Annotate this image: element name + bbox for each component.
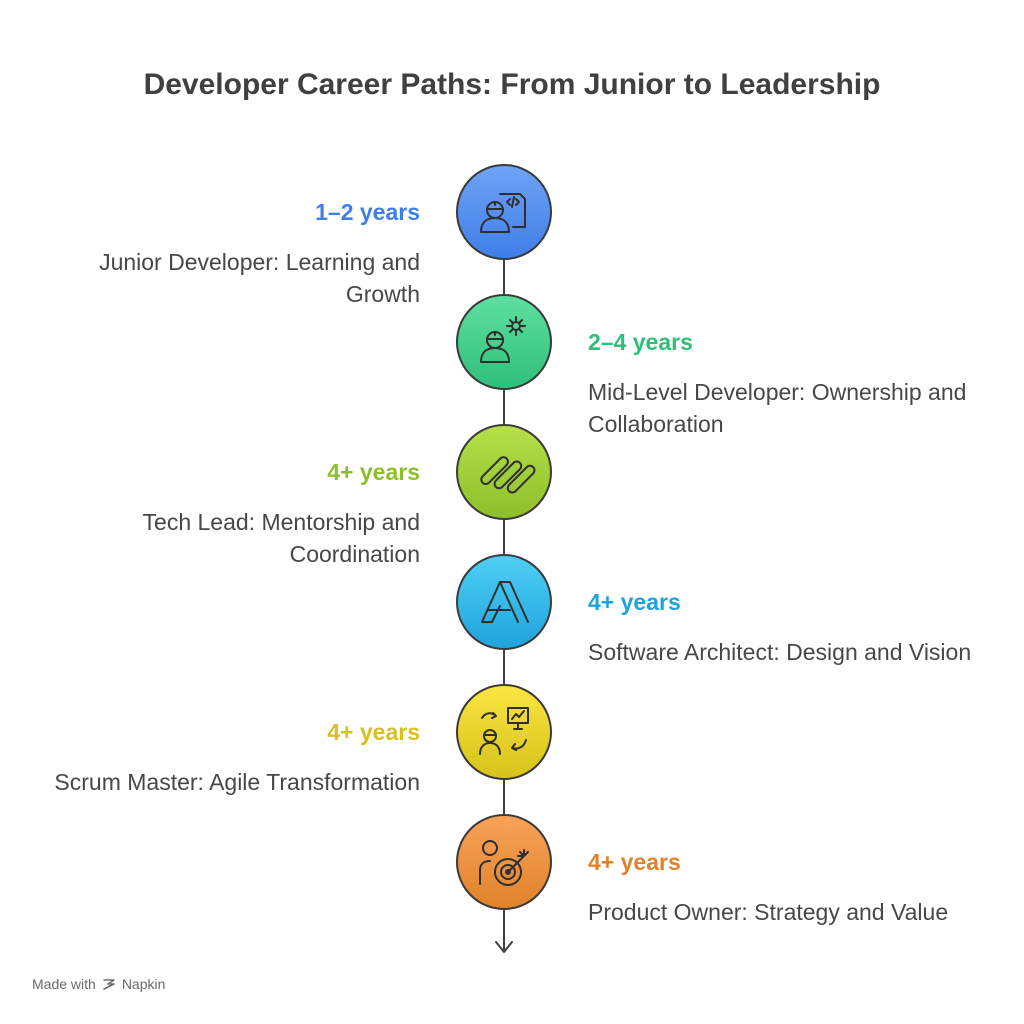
footer: Made with Napkin <box>32 976 165 992</box>
person-target-icon <box>479 840 529 886</box>
stage-node <box>456 164 552 260</box>
stage-duration: 4+ years <box>327 719 420 745</box>
stage-duration: 2–4 years <box>588 329 693 355</box>
stage-circle <box>456 814 552 910</box>
stage-circle <box>456 684 552 780</box>
stage-node <box>456 554 552 650</box>
stage-title: Tech Lead: Mentorship and Coordination <box>142 509 420 567</box>
stage-node <box>456 814 552 910</box>
diagonal-bars-icon <box>480 456 536 494</box>
stage-node <box>456 294 552 390</box>
stage-node <box>456 684 552 780</box>
stage-title: Scrum Master: Agile Transformation <box>54 769 420 795</box>
stage-circle <box>456 294 552 390</box>
stage-title: Junior Developer: Learning and Growth <box>99 249 420 307</box>
footer-brand: Napkin <box>121 976 166 992</box>
stage-duration: 4+ years <box>588 589 681 615</box>
stage-duration: 4+ years <box>588 849 681 875</box>
stage-duration: 4+ years <box>327 459 420 485</box>
footer-made-with: Made with <box>32 976 96 992</box>
stage-circle <box>456 164 552 260</box>
developer-code-icon <box>480 193 526 233</box>
stage-duration: 1–2 years <box>315 199 420 225</box>
stage-title: Mid-Level Developer: Ownership and Colla… <box>588 379 967 437</box>
stage-node <box>456 424 552 520</box>
stage-title: Software Architect: Design and Vision <box>588 639 972 665</box>
agile-presenter-icon <box>479 707 529 755</box>
napkin-logo-icon <box>103 979 115 990</box>
stage-circle <box>456 554 552 650</box>
diagram-title: Developer Career Paths: From Junior to L… <box>143 68 881 101</box>
stage-title: Product Owner: Strategy and Value <box>588 899 949 925</box>
timeline-arrow-head <box>495 941 513 953</box>
architecture-a-icon <box>481 581 529 623</box>
developer-gear-icon <box>480 316 526 363</box>
